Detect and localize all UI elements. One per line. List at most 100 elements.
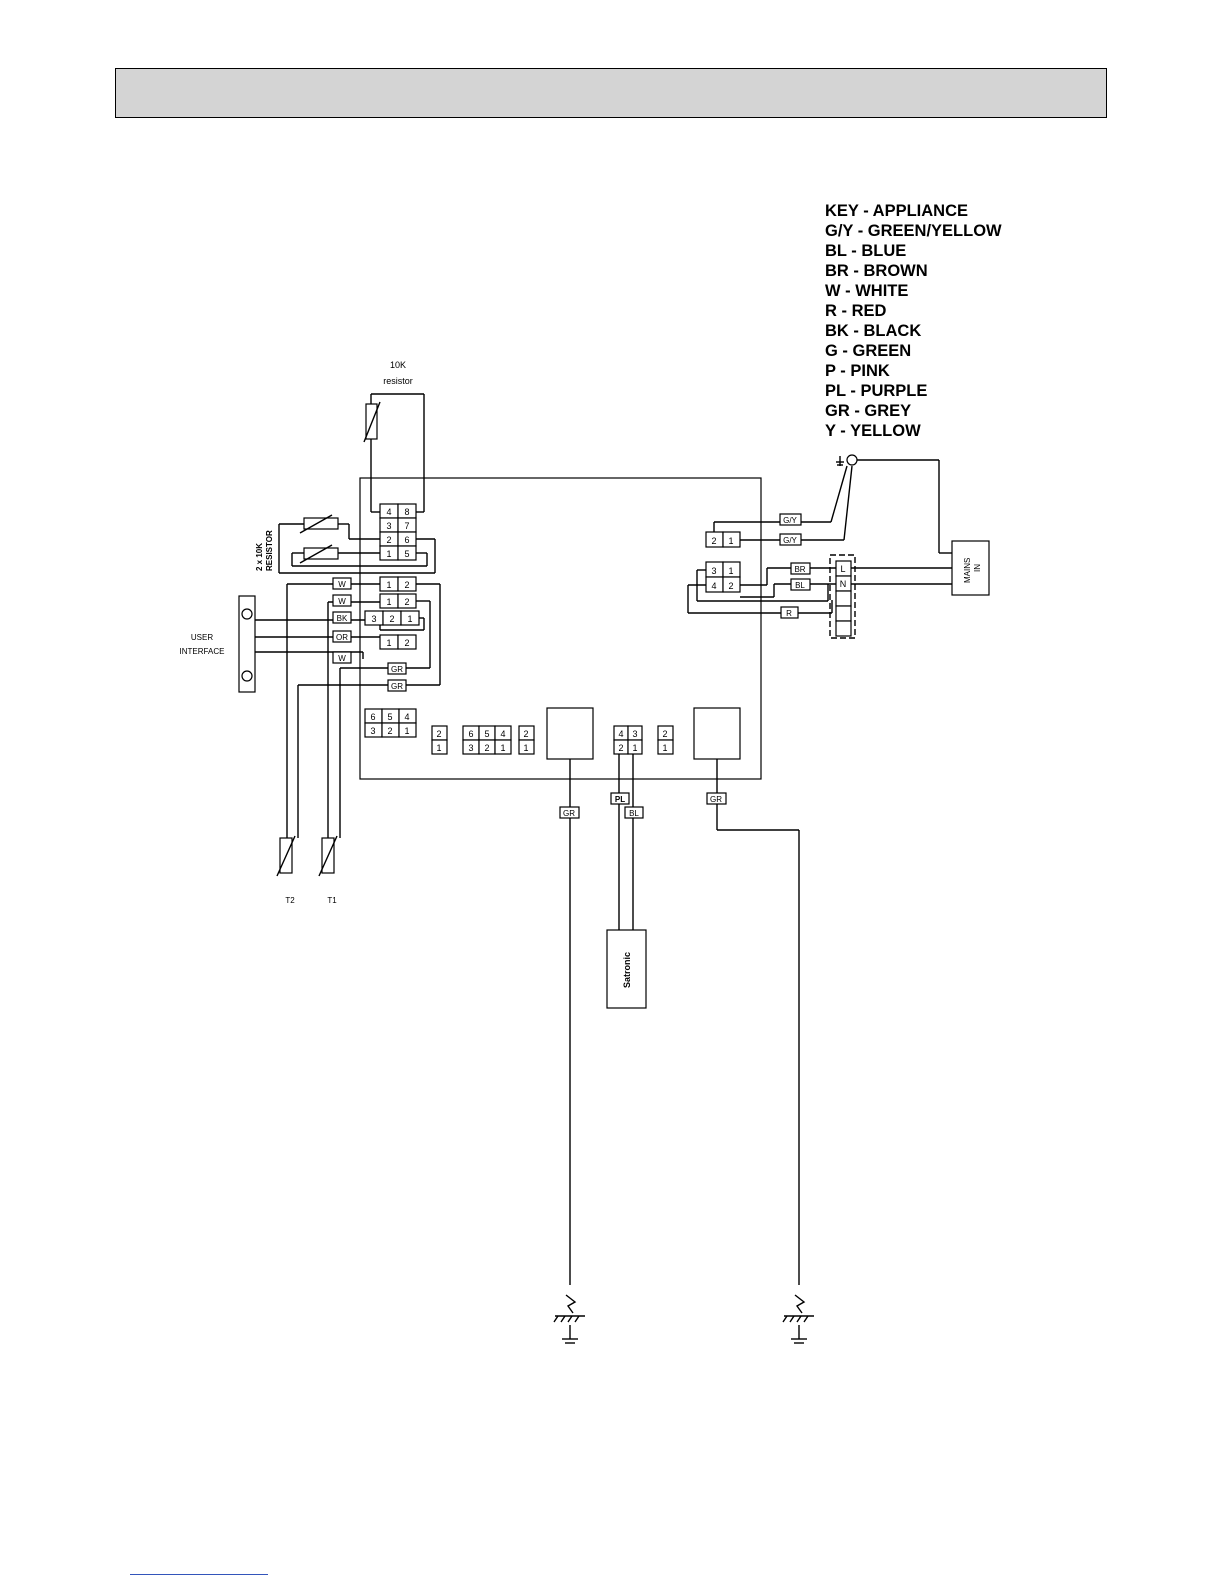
header-bar (115, 68, 1107, 118)
pin-label: 1 (523, 743, 528, 753)
connector-2pin-c: 1 2 (379, 634, 417, 650)
wire-tag: GR (706, 792, 727, 805)
pin-label: 4 (386, 507, 391, 517)
wire-tag-label: W (338, 654, 346, 663)
wire-tag: W (332, 594, 352, 607)
left-wiring (255, 583, 441, 838)
pin-label: 2 (436, 729, 441, 739)
satronic-unit (606, 929, 647, 1009)
pin-label: 4 (711, 581, 716, 591)
pin-label: 6 (404, 535, 409, 545)
pin-label: 2 (728, 581, 733, 591)
resistor-10k (363, 393, 425, 513)
wire-tag-label: BL (795, 581, 805, 590)
connector-2pin-a: 1 2 (379, 576, 417, 592)
sensor-t2 (276, 835, 296, 877)
key-entry: R - RED (825, 302, 887, 320)
pin-label: 2 (387, 726, 392, 736)
wire-tag-label: BK (337, 614, 348, 623)
earth-icon (782, 1294, 814, 1344)
pin-label: 8 (404, 507, 409, 517)
pin-label: 1 (386, 549, 391, 559)
pin-label: 2 (386, 535, 391, 545)
wire-tag: GR (387, 679, 407, 692)
satronic-label: Satronic (622, 952, 632, 988)
mains-in-box (951, 540, 990, 596)
key-entry: W - WHITE (825, 282, 909, 300)
wire-tag-label: GR (710, 795, 722, 804)
resistor-pair (278, 514, 436, 574)
footer-rule (130, 1574, 268, 1575)
wire-tag: BL (624, 806, 644, 819)
pin-label: 7 (404, 521, 409, 531)
connector-6pin: 6 5 4 3 2 1 (364, 708, 417, 738)
mains-in-label: MAINS (963, 558, 972, 583)
pin-label: 5 (404, 549, 409, 559)
sensor-t1 (318, 835, 338, 877)
wire-tag: R (780, 606, 799, 619)
resistor-10k-label: resistor (383, 376, 413, 386)
pin-label: 2 (404, 597, 409, 607)
key-entry: BR - BROWN (825, 262, 928, 280)
connector-2pin-d: 2 1 (431, 725, 448, 755)
connector-2pin-f: 2 1 (657, 725, 674, 755)
pin-label: 1 (386, 638, 391, 648)
connector-6pin-b: 6 5 4 3 2 1 (462, 725, 512, 755)
pin-label: 3 (370, 726, 375, 736)
connector-8pin: 4 8 3 7 2 6 1 5 (379, 503, 417, 561)
wire-tag-label: G/Y (783, 536, 797, 545)
pin-label: 6 (370, 712, 375, 722)
connector-2pin-mains: 2 1 (705, 531, 741, 548)
wire-tag-label: GR (391, 682, 403, 691)
connector-2pin-b: 1 2 (379, 593, 417, 609)
connector-4pin-mains: 3 1 4 2 (705, 561, 741, 593)
pin-label: 3 (711, 566, 716, 576)
user-interface-label: USER (191, 633, 213, 642)
terminal-label: L (840, 564, 845, 574)
user-interface-label: INTERFACE (180, 647, 225, 656)
pin-label: 2 (618, 743, 623, 753)
pin-label: 1 (728, 536, 733, 546)
relay-block-right (693, 707, 741, 760)
connector-3pin: 3 2 1 (364, 610, 420, 626)
resistor-2x10k-label: RESISTOR (265, 530, 274, 571)
color-key-legend: KEY - APPLIANCE G/Y - GREEN/YELLOW BL - … (825, 201, 1002, 441)
earth-icon (553, 1294, 585, 1344)
pin-label: 1 (662, 743, 667, 753)
pin-label: 1 (500, 743, 505, 753)
pin-label: 2 (662, 729, 667, 739)
key-entry: G/Y - GREEN/YELLOW (825, 222, 1002, 240)
earth-icon (836, 456, 844, 466)
bottom-wiring (569, 754, 800, 1285)
pin-label: 1 (404, 726, 409, 736)
wire-tag-label: OR (336, 633, 348, 642)
key-entry: BL - BLUE (825, 242, 907, 260)
connector-2pin-e: 2 1 (518, 725, 535, 755)
pin-label: 2 (484, 743, 489, 753)
wire-tag: BL (790, 578, 811, 591)
pin-label: 3 (386, 521, 391, 531)
pin-label: 4 (618, 729, 623, 739)
wire-tag-label: PL (615, 795, 625, 804)
pin-label: 5 (387, 712, 392, 722)
wire-tag: BK (332, 611, 352, 624)
resistor-10k-label: 10K (390, 360, 406, 370)
pin-label: 3 (468, 743, 473, 753)
earth-node (846, 454, 858, 466)
key-entry: G - GREEN (825, 342, 912, 360)
wire-tag-label: G/Y (783, 516, 797, 525)
terminal-block-enclosure (829, 554, 856, 639)
wire-tag: G/Y (779, 533, 802, 546)
wire-tag-label: W (338, 597, 346, 606)
wire-tag: W (332, 651, 352, 664)
sensor-t2-label: T2 (285, 896, 295, 905)
pin-label: 1 (436, 743, 441, 753)
wire-tag: W (332, 577, 352, 590)
wire-tag: OR (332, 630, 352, 643)
wire-tag-label: R (786, 609, 792, 618)
key-entry: Y - YELLOW (825, 422, 921, 440)
key-title: KEY - APPLIANCE (825, 202, 969, 220)
wire-tag-label: GR (391, 665, 403, 674)
pin-label: 1 (728, 566, 733, 576)
